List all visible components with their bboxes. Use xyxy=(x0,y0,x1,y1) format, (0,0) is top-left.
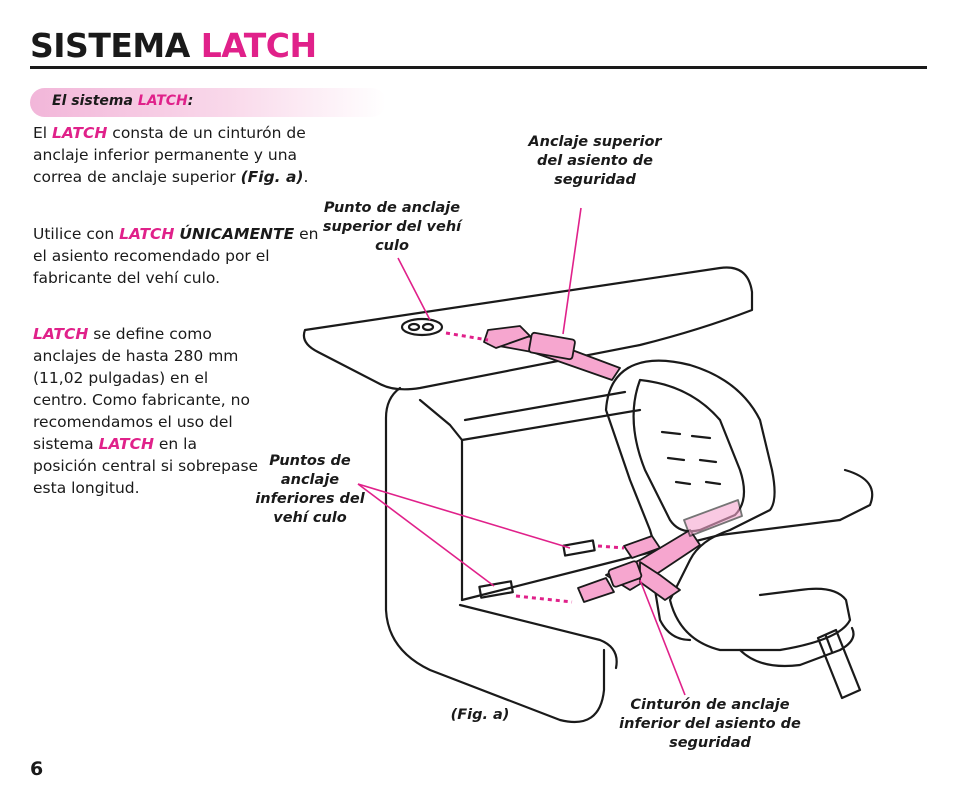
p2-only: ÚNICAMENTE xyxy=(179,225,295,243)
child-seat-base xyxy=(738,626,855,668)
section-label-colon: : xyxy=(187,93,194,109)
lower-right-connection-dots xyxy=(597,544,625,550)
seat-cushion-side xyxy=(838,468,874,522)
seat-back-crease xyxy=(460,408,642,442)
seat-back-seam xyxy=(463,390,627,422)
top-tether-hook xyxy=(483,325,531,349)
lower-connector-left xyxy=(577,577,615,603)
lower-belt-buckle xyxy=(607,560,643,588)
p2-text-1: Utilice con xyxy=(33,225,115,243)
callout-lower-anchor-belt: Cinturón de anclaje inferior del asiento… xyxy=(619,697,801,751)
harness-slot-4 xyxy=(698,458,718,464)
top-connection-dots xyxy=(445,331,489,342)
leader-lower-belt xyxy=(639,579,686,696)
figure-caption: (Fig. a) xyxy=(450,707,510,723)
leader-lower-right xyxy=(357,483,571,549)
child-seat-shell-outline xyxy=(626,359,852,652)
top-anchor-point xyxy=(400,317,444,337)
paragraph-latch-description: El LATCH consta de un cinturón de anclaj… xyxy=(33,122,323,188)
callout-top-anchor-point: Punto de anclaje superior del vehí culo xyxy=(322,200,462,254)
seat-back-front-outline xyxy=(384,386,606,724)
section-heading-label: El sistema LATCH: xyxy=(52,93,193,109)
title-part-latch: LATCH xyxy=(200,26,317,65)
leader-lower-left xyxy=(357,483,495,587)
harness-slot-5 xyxy=(674,480,692,486)
lower-connector-right xyxy=(623,535,661,559)
p3-latch-2: LATCH xyxy=(98,435,154,453)
callout-lower-anchor-points: Puntos de anclaje inferiores del vehí cu… xyxy=(255,453,365,526)
harness-slot-3 xyxy=(666,456,686,462)
p2-text-2: en el asiento recomendado por el fabrica… xyxy=(33,225,319,287)
harness-slot-1 xyxy=(660,430,682,436)
seat-cushion-front xyxy=(458,603,618,670)
p1-text-1: El xyxy=(33,124,48,142)
callout-top-anchor: Anclaje superior del asiento de segurida… xyxy=(528,134,662,188)
lower-anchor-left xyxy=(478,580,514,599)
page-title: SISTEMA LATCH xyxy=(30,26,317,65)
p3-text-2: en la posición central si sobrepase esta… xyxy=(33,435,259,497)
section-label-text: El sistema xyxy=(52,93,133,109)
lower-anchor-right xyxy=(562,539,596,557)
p2-latch: LATCH xyxy=(119,225,175,243)
seat-belt-path-guide xyxy=(683,499,743,537)
title-part-sistema: SISTEMA xyxy=(30,26,190,65)
p1-text-3: . xyxy=(303,168,309,186)
harness-slot-6 xyxy=(704,480,722,486)
section-heading-tab: El sistema LATCH: xyxy=(30,88,386,117)
p1-text-2: consta de un cinturón de anclaje inferio… xyxy=(33,124,306,186)
paragraph-center-position-warning: LATCH se define como anclajes de hasta 2… xyxy=(33,323,263,499)
harness-slot-2 xyxy=(690,434,712,440)
seat-back-top-outline xyxy=(302,266,754,391)
p3-latch-1: LATCH xyxy=(33,325,89,343)
seat-back-inner-line xyxy=(418,398,464,602)
paragraph-usage-note: Utilice con LATCH ÚNICAMENTE en el asien… xyxy=(33,223,323,289)
leader-top-anchor xyxy=(562,207,582,335)
top-tether-buckle xyxy=(528,331,576,361)
p3-text-1: se define como anclajes de hasta 280 mm … xyxy=(33,325,250,453)
section-label-latch: LATCH xyxy=(137,93,188,109)
title-divider xyxy=(30,66,927,69)
lower-left-connection-dots xyxy=(515,594,573,604)
page-number: 6 xyxy=(30,758,44,780)
p1-latch: LATCH xyxy=(52,124,108,142)
leader-top-point xyxy=(397,257,431,321)
p1-fig-ref: (Fig. a) xyxy=(240,168,304,186)
tether-adjuster-strap xyxy=(816,628,862,700)
